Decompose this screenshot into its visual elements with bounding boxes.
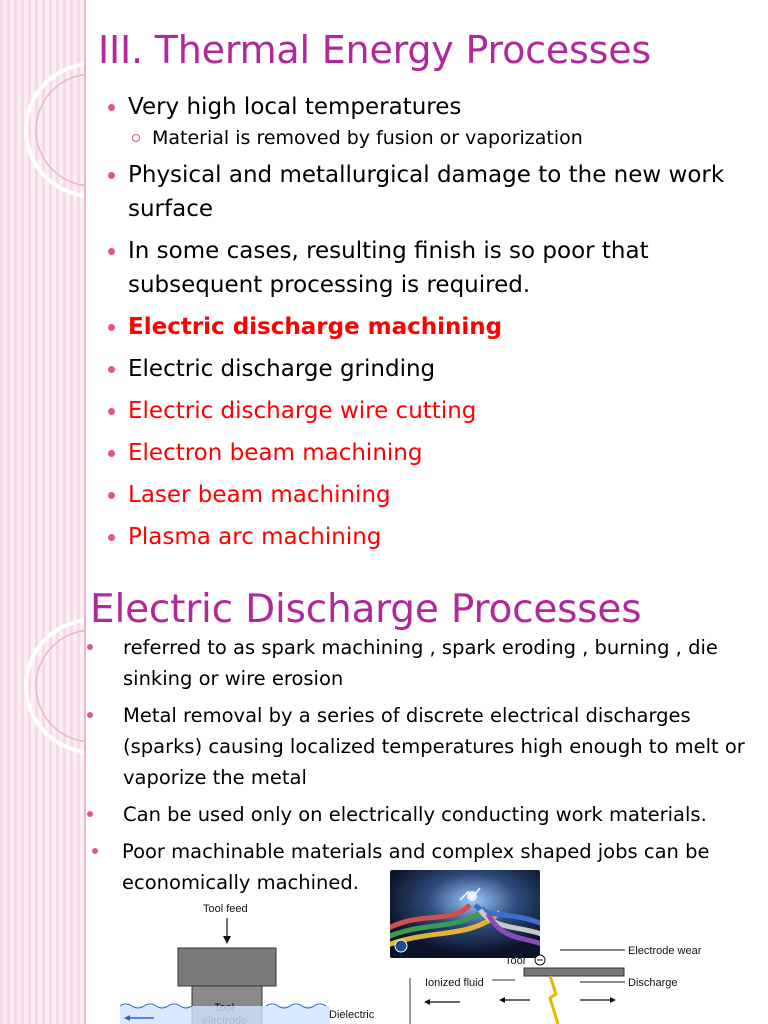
bullet-dot <box>87 644 93 650</box>
bullet-text: Electric discharge wire cutting <box>128 398 477 424</box>
bullet-item: Electric discharge machining <box>104 310 754 344</box>
slide-title: III. Thermal Energy Processes <box>98 28 651 72</box>
slide-electric-discharge: Electric Discharge Processes referred to… <box>0 576 768 1024</box>
bullet-item: Poor machinable materials and complex sh… <box>92 836 756 898</box>
decorative-band <box>0 576 84 1024</box>
sub-bullet-item: Material is removed by fusion or vaporiz… <box>104 124 754 152</box>
bullet-text: Material is removed by fusion or vaporiz… <box>152 127 583 149</box>
bullet-text: Metal removal by a series of discrete el… <box>123 704 745 789</box>
bullet-dot <box>108 492 115 499</box>
bullet-list: referred to as spark machining , spark e… <box>86 632 756 904</box>
spark-photo-art <box>390 870 540 958</box>
bullet-dot <box>108 172 115 179</box>
bullet-item: Can be used only on electrically conduct… <box>86 799 756 830</box>
bullet-text: Plasma arc machining <box>128 524 382 550</box>
dielectric-label: Dielectric <box>329 1009 375 1021</box>
bullet-item: Electric discharge wire cutting <box>104 394 754 428</box>
bullet-text: Poor machinable materials and complex sh… <box>122 840 710 894</box>
electrode-wear-label: Electrode wear <box>628 945 702 957</box>
bullet-dot <box>108 104 115 111</box>
bullet-dot <box>108 324 115 331</box>
bullet-list: Very high local temperatures Material is… <box>104 90 754 554</box>
band-edge <box>84 0 86 576</box>
decorative-circles <box>24 618 84 754</box>
bullet-dot <box>87 811 93 817</box>
bullet-text: Electric discharge grinding <box>128 356 436 382</box>
bullet-dot <box>92 848 98 854</box>
tool-label-2: Tool <box>505 955 525 967</box>
bullet-text: Electric discharge machining <box>128 314 503 340</box>
bullet-text: referred to as spark machining , spark e… <box>123 636 718 690</box>
bullet-text: Very high local temperatures <box>128 94 462 120</box>
bullet-item: Metal removal by a series of discrete el… <box>86 700 756 793</box>
bullet-dot <box>108 408 115 415</box>
bullet-text: Physical and metallurgical damage to the… <box>128 162 725 222</box>
bullet-text: Electron beam machining <box>128 440 423 466</box>
bullet-dot <box>87 712 93 718</box>
bullet-item: Physical and metallurgical damage to the… <box>104 158 754 226</box>
decorative-band <box>0 0 84 576</box>
bullet-item: Very high local temperatures <box>104 90 754 124</box>
bullet-dot <box>108 534 115 541</box>
bullet-item: referred to as spark machining , spark e… <box>86 632 756 694</box>
bullet-item: In some cases, resulting finish is so po… <box>104 234 754 302</box>
ionized-fluid-label: Ionized fluid <box>425 977 484 989</box>
bullet-item: Electric discharge grinding <box>104 352 754 386</box>
bullet-text: In some cases, resulting finish is so po… <box>128 238 649 298</box>
edm-diagrams: Tool feed Tool electrode Dielectric Tool… <box>119 903 702 1024</box>
slide-thermal-energy: III. Thermal Energy Processes Very high … <box>0 0 754 576</box>
bullet-text: Laser beam machining <box>128 482 391 508</box>
bullet-item: Laser beam machining <box>104 478 754 512</box>
bullet-item: Electron beam machining <box>104 436 754 470</box>
decorative-circles <box>24 62 84 198</box>
tool-feed-label: Tool feed <box>203 903 248 915</box>
band-edge <box>84 576 86 1024</box>
spark-photo <box>390 870 540 958</box>
bullet-item: Plasma arc machining <box>104 520 754 554</box>
bullet-dot <box>108 366 115 373</box>
bullet-dot <box>108 450 115 457</box>
discharge-label: Discharge <box>628 977 678 989</box>
discharge-diagram: Tool Electrode wear Ionized fluid Discha… <box>409 945 702 1024</box>
bullet-dot <box>108 248 115 255</box>
slide-title: Electric Discharge Processes <box>90 587 642 632</box>
bullet-ring <box>132 134 140 142</box>
bullet-text: Can be used only on electrically conduct… <box>123 803 707 826</box>
edm-setup-diagram: Tool feed Tool electrode Dielectric <box>119 903 375 1024</box>
